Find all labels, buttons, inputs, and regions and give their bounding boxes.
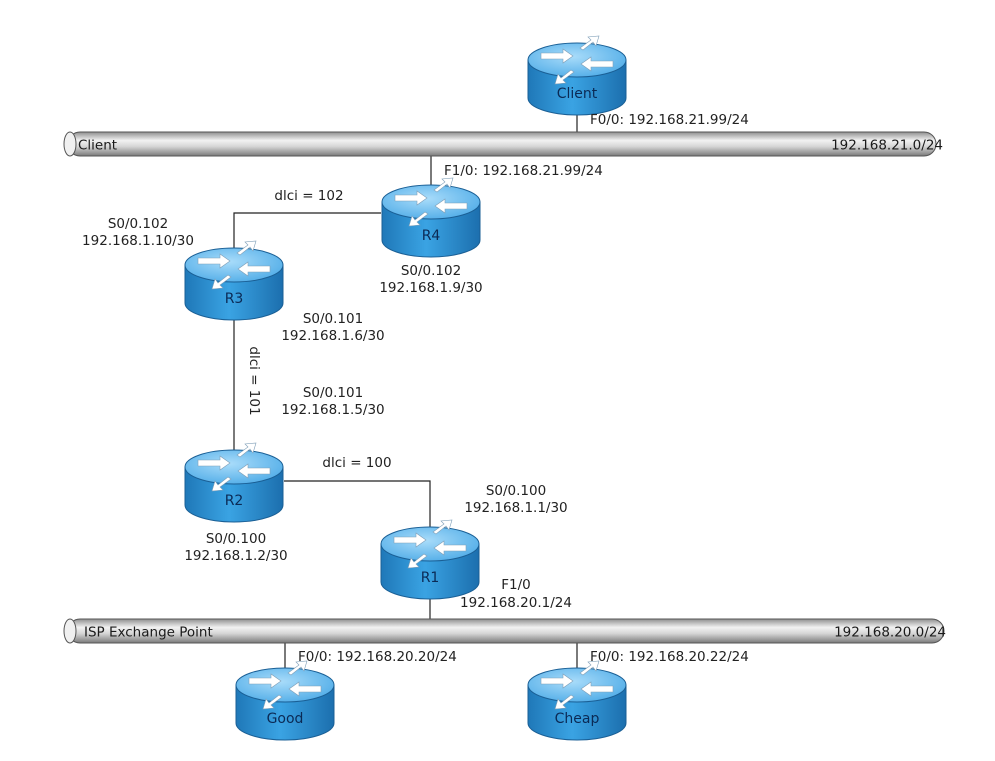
r1-f10-ip: 192.168.20.1/24 xyxy=(460,595,572,611)
client-bus-network: 192.168.21.0/24 xyxy=(831,138,943,154)
isp-bus-network: 192.168.20.0/24 xyxy=(834,625,946,641)
client-interface-label: F0/0: 192.168.21.99/24 xyxy=(590,112,749,128)
dlci-101-label: dlci = 101 xyxy=(246,346,262,415)
r4-s0102-interface: S0/0.102 xyxy=(401,263,461,279)
router-icon xyxy=(380,519,480,600)
isp-exchange-bus: ISP Exchange Point 192.168.20.0/24 xyxy=(63,618,946,644)
router-icon xyxy=(184,442,284,523)
router-good[interactable]: Good xyxy=(235,660,335,741)
router-good-label: Good xyxy=(267,711,304,727)
r2-s0100-ip: 192.168.1.2/30 xyxy=(184,548,287,564)
router-icon xyxy=(184,240,284,321)
router-icon xyxy=(527,660,627,741)
router-icon xyxy=(527,35,627,116)
link-r3-r4-dlci102 xyxy=(233,212,381,256)
client-bus-name: Client xyxy=(78,138,117,154)
r4-s0102-ip: 192.168.1.9/30 xyxy=(379,280,482,296)
router-icon xyxy=(235,660,335,741)
router-r1[interactable]: R1 xyxy=(380,519,480,600)
router-r1-label: R1 xyxy=(421,570,440,586)
router-r2-label: R2 xyxy=(225,493,244,509)
router-client-label: Client xyxy=(557,86,598,102)
router-icon xyxy=(381,177,481,258)
router-r4[interactable]: R4 xyxy=(381,177,481,258)
router-cheap[interactable]: Cheap xyxy=(527,660,627,741)
r1-f10-interface: F1/0 xyxy=(501,577,531,593)
cheap-interface-label: F0/0: 192.168.20.22/24 xyxy=(590,649,749,665)
r3-s0101-ip: 192.168.1.6/30 xyxy=(281,328,384,344)
r2-s0100-interface: S0/0.100 xyxy=(206,531,266,547)
client-bus: Client 192.168.21.0/24 xyxy=(63,131,943,157)
r1-s0100-ip: 192.168.1.1/30 xyxy=(464,500,567,516)
router-r4-label: R4 xyxy=(422,228,441,244)
link-r2-r1-dlci100 xyxy=(284,480,431,527)
router-r3[interactable]: R3 xyxy=(184,240,284,321)
router-r2[interactable]: R2 xyxy=(184,442,284,523)
r3-s0102-ip: 192.168.1.10/30 xyxy=(82,233,194,249)
router-r3-label: R3 xyxy=(225,291,244,307)
isp-bus-name: ISP Exchange Point xyxy=(84,625,213,641)
r1-s0100-interface: S0/0.100 xyxy=(486,483,546,499)
dlci-100-label: dlci = 100 xyxy=(322,455,391,471)
good-interface-label: F0/0: 192.168.20.20/24 xyxy=(298,649,457,665)
r2-s0101-ip: 192.168.1.5/30 xyxy=(281,402,384,418)
r4-f10-label: F1/0: 192.168.21.99/24 xyxy=(444,163,603,179)
dlci-102-label: dlci = 102 xyxy=(274,188,343,204)
router-client[interactable]: Client xyxy=(527,35,627,116)
r3-s0102-interface: S0/0.102 xyxy=(108,216,168,232)
router-cheap-label: Cheap xyxy=(555,711,600,727)
r3-s0101-interface: S0/0.101 xyxy=(303,311,363,327)
r2-s0101-interface: S0/0.101 xyxy=(303,385,363,401)
